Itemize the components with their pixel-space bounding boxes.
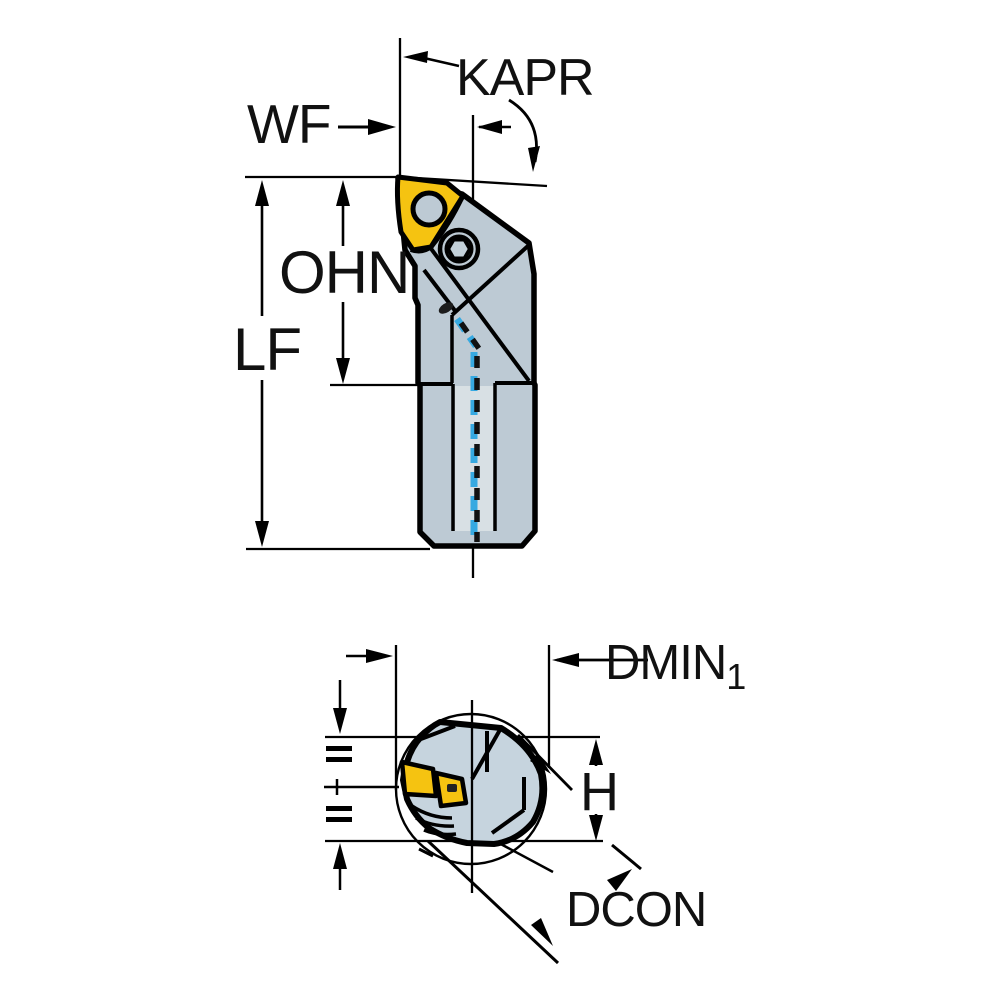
center-height-marks	[324, 680, 399, 890]
left-offset-arrow	[346, 649, 393, 663]
insert-hole	[410, 190, 448, 228]
dcon-line-arrowhead	[531, 918, 553, 946]
ohn-arrowhead-up	[336, 180, 350, 206]
dmin1-label-subscript: 1	[726, 656, 747, 697]
kapr-dimension-label: KAPR	[456, 49, 595, 107]
indexable-insert	[394, 174, 466, 253]
kapr-leader-arrowhead	[403, 51, 428, 63]
dcon-small-dash	[418, 847, 434, 858]
h-arrowhead-up	[589, 739, 603, 765]
up-arrowhead	[333, 843, 347, 869]
cross-section-arc-lines	[411, 804, 457, 837]
clamp-screw	[437, 227, 481, 271]
insert-end-view	[399, 759, 469, 809]
wf-dimension-label: WF	[247, 93, 332, 155]
wf-dimension	[338, 119, 511, 135]
dcon-diagonal-line	[426, 839, 560, 965]
dmin1-dimension	[517, 653, 648, 791]
end-view-group	[324, 645, 648, 965]
kapr-dimension	[403, 51, 540, 172]
wf-arrowhead-right	[368, 119, 396, 135]
insert-slot	[447, 784, 457, 792]
ohn-dimension	[336, 180, 350, 384]
down-arrowhead	[333, 708, 347, 734]
ohn-arrowhead-down	[336, 358, 350, 384]
h-dimension-label: H	[580, 762, 619, 822]
dmin1-diagonal-tick	[517, 734, 573, 791]
hex-socket-icon	[446, 237, 472, 261]
cross-section-facet-lines	[420, 724, 526, 835]
lf-dimension-label: LF	[233, 316, 302, 383]
ohn-dimension-label: OHN	[279, 239, 410, 306]
h-arrowhead-down	[589, 815, 603, 841]
dcon-arrowhead-upright	[607, 869, 632, 891]
equals-mark-top	[326, 746, 352, 762]
coolant-exit-hole	[438, 302, 454, 314]
dcon-dimension	[418, 839, 642, 965]
h-dimension	[589, 739, 603, 841]
shank-facet-lines	[418, 315, 535, 531]
dcon-dimension-label: DCON	[566, 883, 707, 937]
dmin1-dimension-label: DMIN1	[605, 636, 746, 695]
center-mark	[324, 779, 399, 795]
wf-arrowhead-left	[477, 120, 502, 134]
kapr-arc-arrowhead	[528, 146, 540, 172]
lf-dimension	[255, 180, 269, 547]
side-view-group	[245, 38, 548, 578]
dmin1-arrowhead	[552, 653, 579, 667]
lf-arrowhead-down	[255, 521, 269, 547]
equals-mark-bottom	[326, 806, 352, 822]
dmin1-tick-arrowhead	[530, 753, 551, 774]
tool-holder-body	[394, 174, 538, 549]
dcon-inner-diagonal	[496, 840, 554, 874]
dmin1-label-base: DMIN	[605, 636, 727, 690]
dcon-slash-tick	[611, 843, 642, 871]
coolant-channel-dashed	[454, 316, 483, 542]
lf-arrowhead-up	[255, 180, 269, 206]
